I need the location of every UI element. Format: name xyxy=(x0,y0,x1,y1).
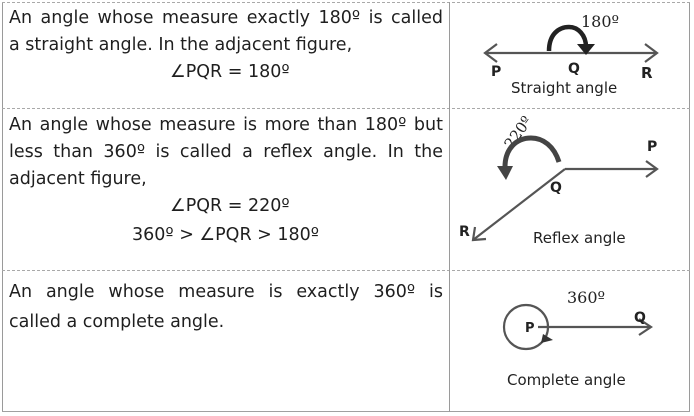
straight-angle-text-line2: a straight angle. In the adjacent figure… xyxy=(9,35,353,55)
reflex-angle-equation: ∠PQR = 220º xyxy=(170,196,290,216)
reflex-label-q: Q xyxy=(550,180,562,196)
straight-arc-arrow-icon xyxy=(577,44,595,55)
reflex-label-p: P xyxy=(647,139,657,155)
complete-arc-arrow-icon xyxy=(541,334,553,343)
complete-label-q: Q xyxy=(634,310,646,326)
column-divider xyxy=(449,2,450,412)
straight-label-q: Q xyxy=(568,61,580,77)
complete-angle-figure: 360º P Q Complete angle xyxy=(502,288,653,389)
reflex-angle-measure: 220º xyxy=(501,113,536,153)
row-divider-2 xyxy=(2,270,690,271)
reflex-angle-text-line2: less than 360º is called a reflex angle.… xyxy=(9,142,443,162)
arrowhead-p xyxy=(645,160,659,178)
reflex-arc-arrow-icon xyxy=(497,166,513,180)
straight-label-p: P xyxy=(491,64,501,80)
straight-angle-measure: 180º xyxy=(581,12,619,31)
angles-table xyxy=(2,2,690,412)
table-bottom-border xyxy=(2,411,690,412)
straight-angle-figure: 180º P Q R Straight angle xyxy=(483,12,659,97)
reflex-angle-text-line1: An angle whose measure is more than 180º… xyxy=(9,115,443,135)
straight-angle-caption: Straight angle xyxy=(511,79,617,97)
complete-angle-measure: 360º xyxy=(567,288,605,307)
arrowhead-right xyxy=(644,43,659,63)
straight-angle-equation: ∠PQR = 180º xyxy=(170,62,290,82)
complete-angle-caption: Complete angle xyxy=(507,371,626,389)
reflex-angle-caption: Reflex angle xyxy=(533,229,626,247)
arrowhead-r xyxy=(471,226,487,242)
complete-angle-text-line2: called a complete angle. xyxy=(9,312,225,332)
reflex-angle-text-line3: adjacent figure, xyxy=(9,169,147,189)
arrowhead-left xyxy=(483,43,498,63)
straight-angle-text-line1: An angle whose measure exactly 180º is c… xyxy=(9,8,443,28)
complete-angle-text-line1: An angle whose measure is exactly 360º i… xyxy=(9,282,443,302)
straight-angle-arc xyxy=(546,24,589,52)
complete-label-p: P xyxy=(525,321,535,336)
reflex-label-r: R xyxy=(459,224,470,240)
arrowhead-q xyxy=(638,318,653,336)
reflex-ray-qr xyxy=(472,168,566,241)
table-top-border xyxy=(2,2,690,3)
reflex-angle-arc xyxy=(502,135,562,168)
row-divider-1 xyxy=(2,108,690,109)
reflex-angle-inequality: 360º > ∠PQR > 180º xyxy=(132,225,320,245)
reflex-angle-figure: 220º P Q R Reflex angle xyxy=(459,113,659,247)
straight-label-r: R xyxy=(641,64,653,82)
